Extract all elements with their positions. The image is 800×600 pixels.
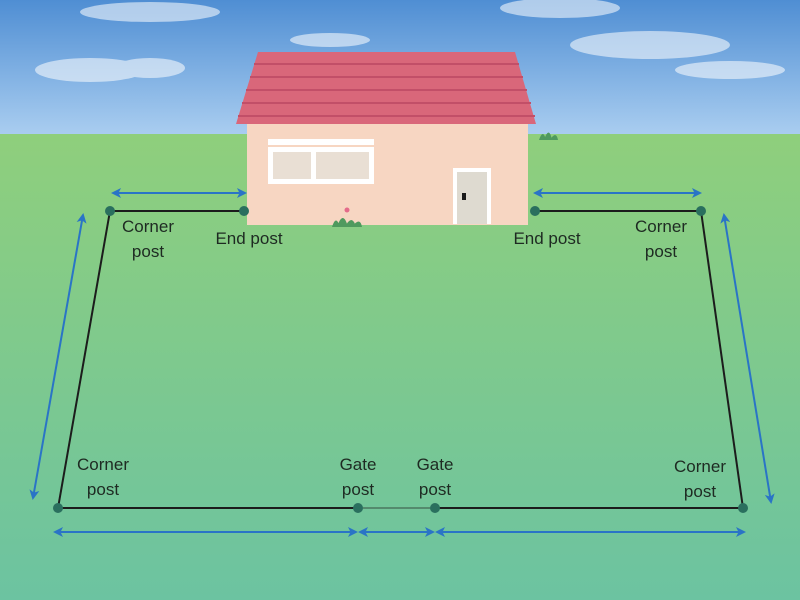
end-post-label-left: End post — [215, 226, 282, 251]
label-line: Corner — [122, 217, 174, 236]
label-line: post — [131, 242, 165, 261]
label-line: Corner — [77, 455, 129, 474]
end-post-marker — [530, 206, 540, 216]
label-line: post — [683, 482, 717, 501]
shrub — [332, 207, 362, 227]
label-line: End post — [513, 229, 581, 248]
corner-post-marker — [105, 206, 115, 216]
house — [236, 52, 536, 225]
label-line: post — [86, 480, 120, 499]
label-line: Gate — [339, 455, 377, 474]
corner-post-label-top-left: Corner post — [122, 214, 174, 264]
label-line: Corner — [635, 217, 687, 236]
posts — [53, 206, 748, 513]
corner-post-marker — [738, 503, 748, 513]
shrub — [539, 132, 558, 140]
label-line: Gate — [416, 455, 454, 474]
clouds — [35, 0, 785, 82]
gate-post-marker — [353, 503, 363, 513]
measure-arrow — [29, 213, 87, 500]
corner-post-label-bottom-right: Corner post — [674, 454, 726, 504]
measure-arrows — [29, 188, 775, 537]
measure-arrow — [720, 213, 775, 504]
label-line: post — [644, 242, 678, 261]
label-line: post — [418, 480, 452, 499]
label-line: End post — [215, 229, 283, 248]
end-post-label-right: End post — [513, 226, 580, 251]
corner-post-marker — [696, 206, 706, 216]
corner-post-marker — [53, 503, 63, 513]
end-post-marker — [239, 206, 249, 216]
window-frame — [268, 139, 374, 145]
label-line: Corner — [674, 457, 726, 476]
corner-post-label-top-right: Corner post — [635, 214, 687, 264]
door-knob — [462, 193, 466, 200]
gate-post-label-left: Gate post — [340, 452, 377, 502]
gate-post-marker — [430, 503, 440, 513]
corner-post-label-bottom-left: Corner post — [77, 452, 129, 502]
label-line: post — [341, 480, 375, 499]
house-roof — [236, 52, 536, 124]
gate-post-label-right: Gate post — [417, 452, 454, 502]
